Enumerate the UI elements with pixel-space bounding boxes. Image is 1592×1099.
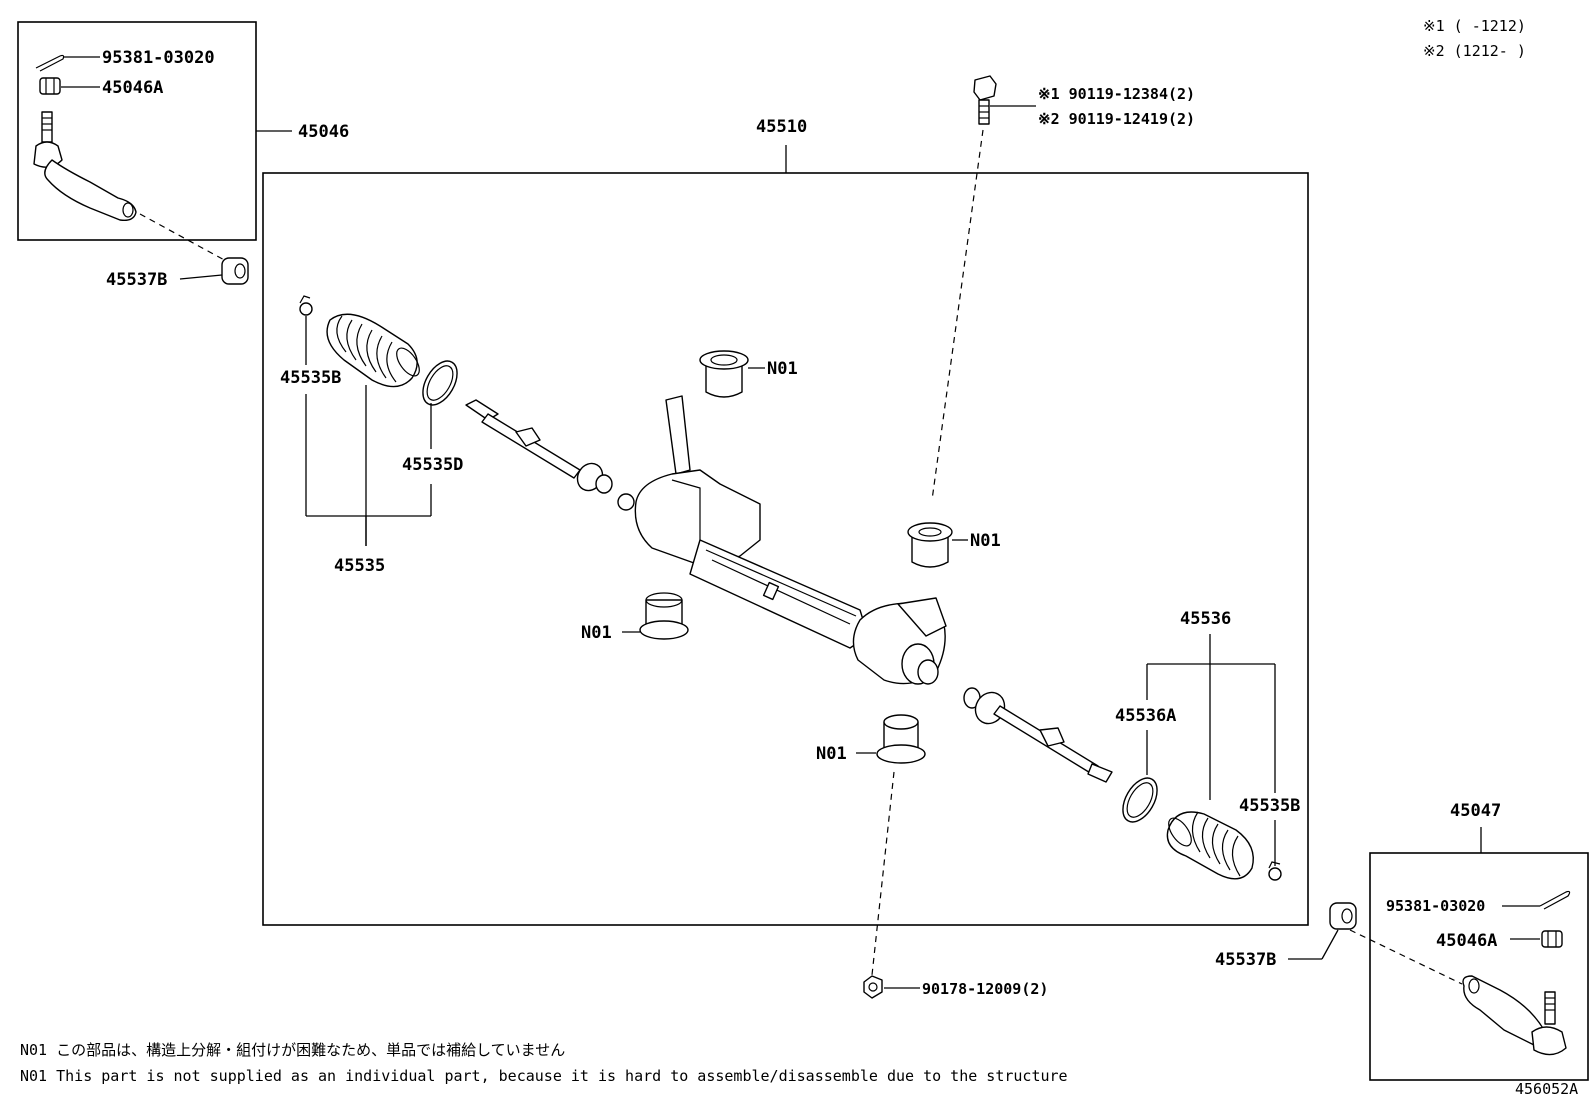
tie-rod-end-rh-box — [1369, 852, 1589, 1081]
label-n01-top[interactable]: N01 — [767, 359, 798, 379]
label-tie-rod-end-lh[interactable]: 45046 — [298, 122, 349, 142]
inner-tie-rod-lh-icon — [465, 399, 613, 494]
label-n01-lower-left[interactable]: N01 — [581, 623, 612, 643]
label-cotter-pin-rh[interactable]: 95381-03020 — [1386, 897, 1485, 915]
mount-bushing-lower-mid-icon — [876, 714, 926, 764]
cotter-pin-rh-icon — [1539, 890, 1571, 910]
label-bolt-variant-2[interactable]: ※2 90119-12419(2) — [1038, 110, 1195, 128]
label-clamp-rh[interactable]: 45536A — [1115, 706, 1176, 726]
version-note-2: ※2 (1212- ) — [1423, 42, 1526, 60]
mount-bushing-lower-left-icon — [639, 592, 689, 640]
footer-note-english: N01 This part is not supplied as an indi… — [20, 1067, 1068, 1085]
mount-bushing-top-icon — [699, 350, 749, 398]
label-nut-lh[interactable]: 45046A — [102, 78, 163, 98]
bolt-icon — [973, 75, 997, 125]
label-tie-rod-end-rh[interactable]: 45047 — [1450, 801, 1501, 821]
mount-bushing-mid-icon — [907, 522, 953, 568]
clip-lh-icon — [299, 295, 313, 316]
label-n01-lower-mid[interactable]: N01 — [816, 744, 847, 764]
label-boot-set-lh[interactable]: 45535 — [334, 556, 385, 576]
label-clip-lh[interactable]: 45535B — [280, 368, 341, 388]
label-n01-mid[interactable]: N01 — [970, 531, 1001, 551]
plug-lh-icon — [221, 257, 249, 285]
diagram-id: 456052A — [1515, 1080, 1578, 1098]
footer-note-japanese: N01 この部品は、構造上分解・組付けが困難なため、単品では補給していません — [20, 1041, 565, 1059]
rack-boot-rh-icon — [1166, 811, 1254, 880]
inner-tie-rod-rh-icon — [963, 687, 1113, 783]
cotter-pin-lh-icon — [35, 54, 65, 72]
clip-rh-icon — [1268, 861, 1282, 881]
label-clamp-lh[interactable]: 45535D — [402, 455, 463, 475]
label-rack-assembly[interactable]: 45510 — [756, 117, 807, 137]
castle-nut-lh-icon — [39, 77, 61, 95]
label-bolt-variant-1[interactable]: ※1 90119-12384(2) — [1038, 85, 1195, 103]
steering-gear-assembly-box — [262, 172, 1309, 926]
label-nut-bottom[interactable]: 90178-12009(2) — [922, 980, 1048, 998]
rack-housing-icon — [617, 395, 947, 685]
clamp-rh-icon — [1122, 777, 1158, 823]
rack-boot-lh-icon — [326, 313, 420, 388]
version-note-1: ※1 ( -1212) — [1423, 17, 1526, 35]
label-boot-set-rh[interactable]: 45536 — [1180, 609, 1231, 629]
label-clip-rh[interactable]: 45535B — [1239, 796, 1300, 816]
label-plug-rh[interactable]: 45537B — [1215, 950, 1276, 970]
label-cotter-pin-lh[interactable]: 95381-03020 — [102, 48, 215, 68]
nut-bottom-icon — [863, 975, 883, 999]
label-plug-lh[interactable]: 45537B — [106, 270, 167, 290]
label-nut-rh[interactable]: 45046A — [1436, 931, 1497, 951]
clamp-lh-icon — [422, 360, 458, 406]
plug-rh-icon — [1329, 902, 1357, 930]
tie-rod-end-rh-icon — [1462, 975, 1567, 1056]
tie-rod-end-lh-icon — [33, 111, 137, 222]
castle-nut-rh-icon — [1541, 930, 1563, 948]
